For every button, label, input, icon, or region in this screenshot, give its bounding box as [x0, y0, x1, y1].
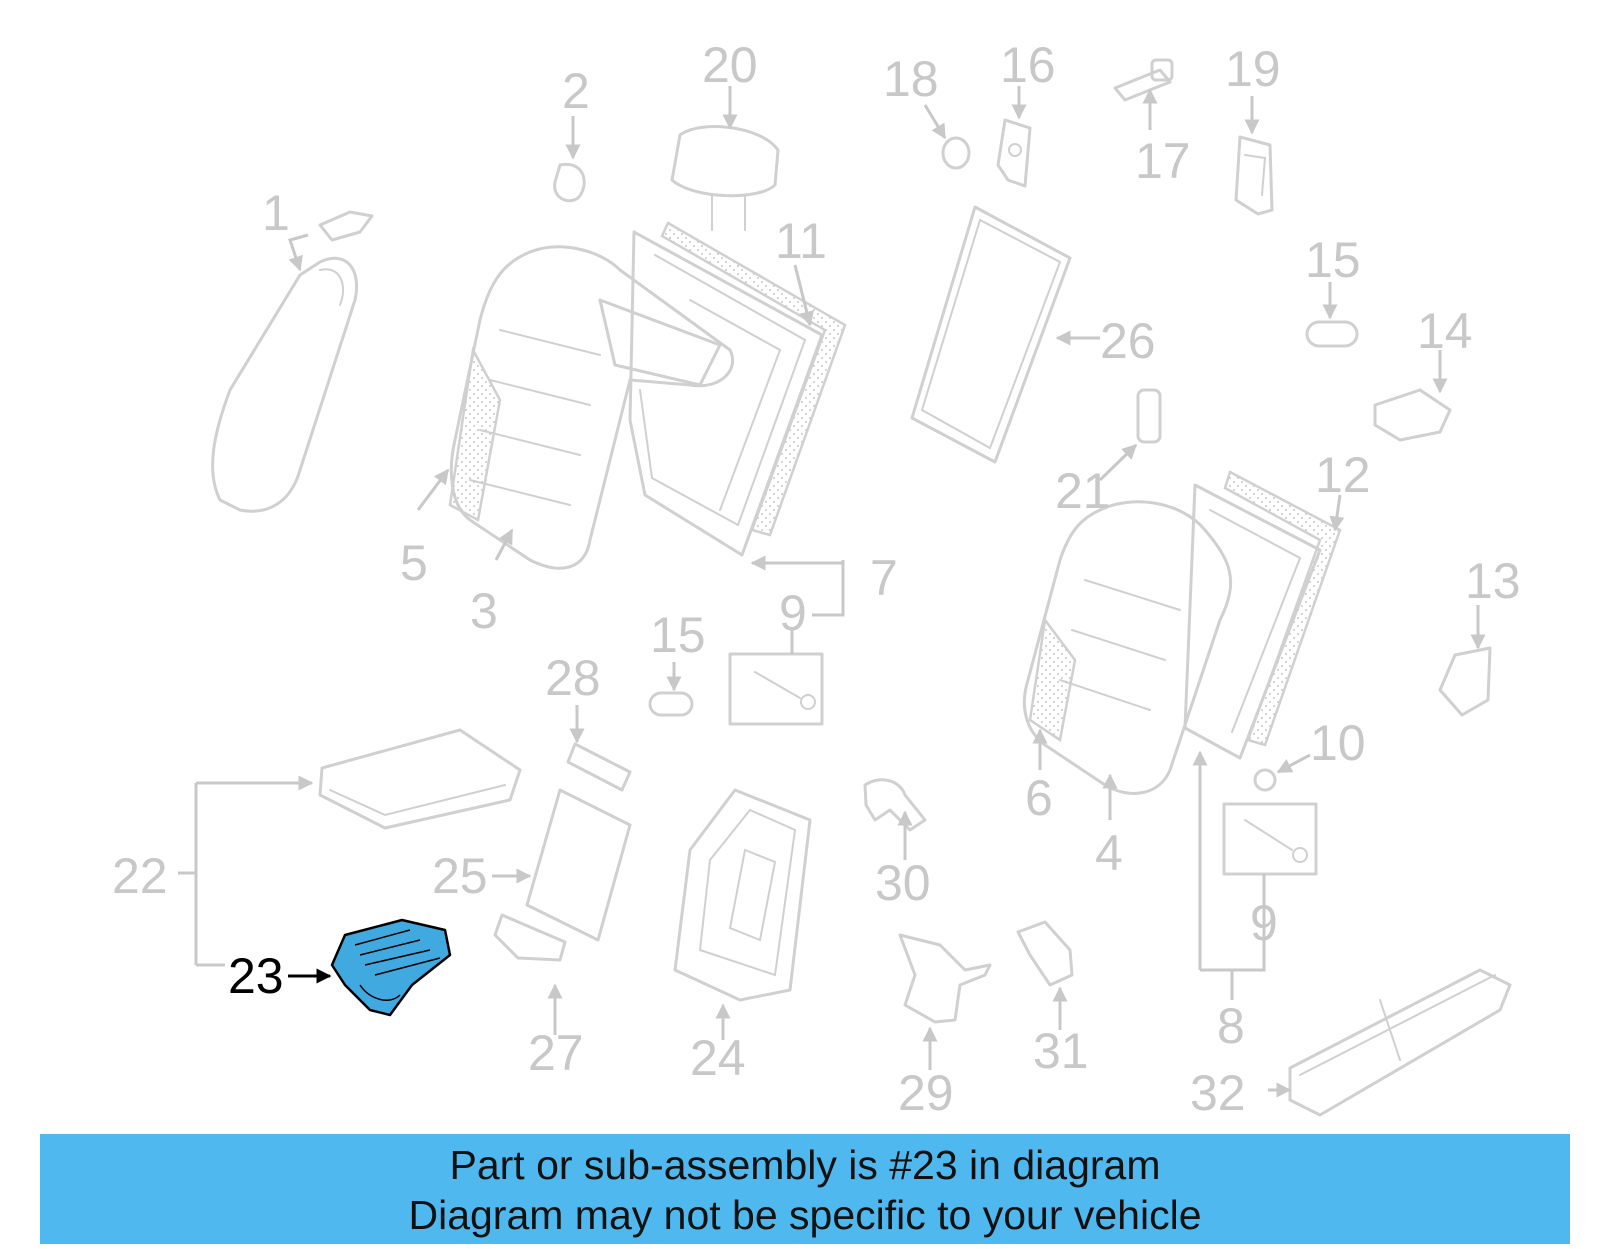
label-26: 26: [1100, 313, 1156, 369]
part-17-bolt: [1113, 58, 1174, 102]
part-15-pin-left: [648, 691, 694, 717]
label-6: 6: [1025, 770, 1053, 826]
label-21: 21: [1055, 463, 1111, 519]
label-15-right: 15: [1305, 232, 1361, 288]
label-2: 2: [562, 63, 590, 119]
part-20-headrest: [670, 125, 780, 231]
label-10: 10: [1310, 715, 1366, 771]
part-22-cushion: [318, 728, 522, 830]
part-23-highlighted: [330, 918, 452, 1017]
label-22: 22: [112, 848, 168, 904]
label-11: 11: [775, 213, 827, 269]
part-2-clip: [553, 162, 586, 203]
label-28: 28: [545, 650, 601, 706]
part-1-side-trim: [211, 210, 374, 513]
label-16: 16: [1000, 37, 1056, 93]
info-banner: Part or sub-assembly is #23 in diagram D…: [40, 1134, 1570, 1244]
label-25: 25: [432, 848, 488, 904]
part-32-rail: [1288, 968, 1512, 1117]
part-16-bracket: [996, 118, 1032, 188]
part-9-bolt-left: [754, 671, 816, 710]
part-19-cover: [1234, 135, 1274, 216]
label-13: 13: [1465, 553, 1521, 609]
banner-line-2: Diagram may not be specific to your vehi…: [408, 1192, 1202, 1238]
part-28-strip: [566, 742, 632, 792]
part-11-frame-left: [628, 221, 847, 557]
label-9-right: 9: [1250, 895, 1278, 951]
label-17: 17: [1135, 133, 1191, 189]
label-19: 19: [1225, 41, 1281, 97]
part-4-seat-back-cover-right: [1022, 500, 1233, 795]
part-30-hook: [863, 778, 927, 832]
label-20: 20: [702, 37, 758, 93]
part-9-bolt-right: [1244, 819, 1308, 863]
part-25-pad: [525, 788, 632, 942]
part-26-panel: [910, 205, 1072, 464]
label-18: 18: [883, 51, 939, 107]
label-29: 29: [898, 1065, 954, 1121]
part-21-knob: [1136, 388, 1162, 444]
label-32: 32: [1190, 1065, 1246, 1121]
label-24: 24: [690, 1030, 746, 1086]
label-9-left: 9: [779, 585, 807, 641]
part-29-bracket: [898, 933, 992, 1024]
label-12: 12: [1315, 447, 1371, 503]
part-18-grommet: [941, 136, 971, 170]
part-13-bracket: [1438, 646, 1492, 717]
label-4: 4: [1095, 825, 1123, 881]
part-15-pin-right: [1305, 320, 1359, 348]
label-14: 14: [1417, 303, 1473, 359]
part-3-seat-back-cover-left: [448, 245, 735, 570]
part-31-cover: [1016, 920, 1074, 987]
label-7: 7: [870, 550, 898, 606]
label-27: 27: [528, 1025, 584, 1081]
part-24-cushion-frame: [673, 788, 812, 1002]
part-9-bolt-box-left: [728, 652, 824, 726]
part-9-bolt-box-right: [1222, 802, 1318, 876]
label-30: 30: [875, 855, 931, 911]
label-8: 8: [1217, 998, 1245, 1054]
banner-line-1: Part or sub-assembly is #23 in diagram: [449, 1142, 1161, 1188]
label-1: 1: [262, 185, 290, 241]
label-31: 31: [1033, 1023, 1089, 1079]
label-3: 3: [470, 583, 498, 639]
label-15-left: 15: [650, 607, 706, 663]
part-14-latch: [1373, 388, 1452, 442]
part-10-fastener: [1253, 768, 1277, 792]
part-27-trim: [493, 913, 567, 962]
label-23: 23: [228, 948, 284, 1004]
label-5: 5: [400, 535, 428, 591]
